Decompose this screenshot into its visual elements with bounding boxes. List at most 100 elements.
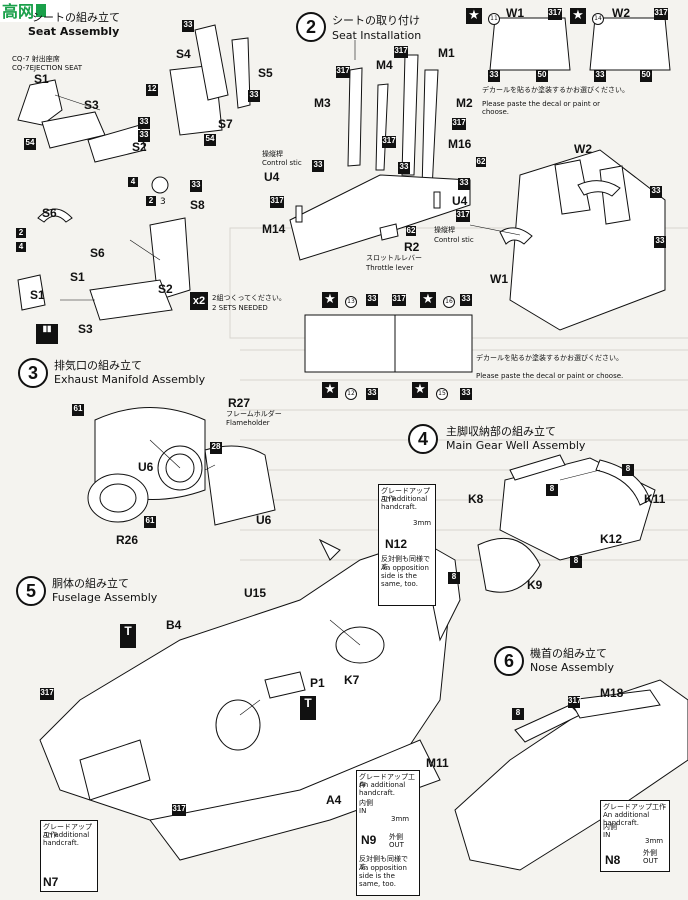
color-317: 317 bbox=[456, 210, 470, 222]
label-w2: W2 bbox=[612, 6, 630, 20]
color-8: 8 bbox=[448, 572, 460, 584]
step4-title-en: Main Gear Well Assembly bbox=[446, 439, 586, 452]
color-33: 33 bbox=[398, 162, 410, 174]
color-61: 61 bbox=[72, 404, 84, 416]
step1-title-jp: シートの組み立て bbox=[32, 11, 120, 24]
decal-panel-left bbox=[304, 314, 396, 373]
color-62: 62 bbox=[476, 157, 486, 167]
panel-w2-shape bbox=[589, 17, 671, 71]
color-33: 33 bbox=[654, 236, 666, 248]
color-317: 317 bbox=[270, 196, 284, 208]
step2-number: 2 bbox=[296, 12, 326, 42]
label-s6: S6 bbox=[42, 206, 57, 220]
step5-number: 5 bbox=[16, 576, 46, 606]
step6-number: 6 bbox=[494, 646, 524, 676]
color-8: 8 bbox=[512, 708, 524, 720]
color-8: 8 bbox=[622, 464, 634, 476]
color-317: 317 bbox=[654, 8, 668, 20]
seat-label-jp: CQ-7 射出座席 bbox=[12, 55, 60, 63]
color-8: 8 bbox=[570, 556, 582, 568]
step5-title-jp: 胴体の組み立て bbox=[52, 577, 129, 590]
label-u6b: U6 bbox=[256, 513, 272, 527]
decal-13: 13 bbox=[345, 296, 357, 308]
label-k7: K7 bbox=[344, 673, 360, 687]
label-s8: S8 bbox=[190, 198, 205, 212]
throttle-jp: スロットルレバー bbox=[366, 254, 422, 262]
label-k9: K9 bbox=[527, 578, 543, 592]
step2-title-jp: シートの取り付け bbox=[332, 14, 420, 27]
color-8: 8 bbox=[546, 484, 558, 496]
decal-star-icon: ★ bbox=[412, 382, 428, 398]
color-317: 317 bbox=[172, 804, 186, 816]
control-stick-jp: 操縦桿 bbox=[262, 150, 283, 158]
color-12: 12 bbox=[146, 84, 158, 96]
flameholder-jp: フレームホルダー bbox=[226, 410, 282, 418]
label-m1: M1 bbox=[438, 46, 455, 60]
paint-marker-icon: T bbox=[120, 624, 136, 648]
step3-title-en: Exhaust Manifold Assembly bbox=[54, 373, 206, 386]
label-s1c: S1 bbox=[30, 288, 45, 302]
decal-14: 14 bbox=[592, 13, 604, 25]
decal-12: 12 bbox=[345, 388, 357, 400]
cockpit-tub-shape bbox=[289, 174, 471, 261]
step6-title-jp: 機首の組み立て bbox=[530, 647, 607, 660]
decal-11: 11 bbox=[488, 13, 500, 25]
label-b4: B4 bbox=[166, 618, 182, 632]
gradeup-n9-box: グレードアップ工作 An additional handcraft. 内側 IN… bbox=[356, 770, 420, 896]
label-u4: U4 bbox=[264, 170, 280, 184]
label-w1b: W1 bbox=[490, 272, 508, 286]
throttle-en: Throttle lever bbox=[366, 264, 414, 272]
panel-w1-shape bbox=[489, 17, 571, 71]
part-s6-shape bbox=[37, 208, 73, 223]
label-u15: U15 bbox=[244, 586, 267, 600]
decal-note-en-b: Please paste the decal or paint or choos… bbox=[476, 372, 624, 380]
paint-marker-icon: T bbox=[300, 696, 316, 720]
decal-star-icon: ★ bbox=[322, 382, 338, 398]
label-s1b: S1 bbox=[70, 270, 85, 284]
label-u6: U6 bbox=[138, 460, 154, 474]
color-33: 33 bbox=[366, 388, 378, 400]
step4-number: 4 bbox=[408, 424, 438, 454]
cockpit-right-shape bbox=[509, 149, 666, 331]
label-m11: M11 bbox=[426, 756, 449, 770]
nose-m11-shape bbox=[454, 679, 688, 871]
part-s8-shape bbox=[151, 176, 169, 194]
step3-title-jp: 排気口の組み立て bbox=[54, 359, 142, 372]
color-317: 317 bbox=[394, 46, 408, 58]
step4-title-jp: 主脚収納部の組み立て bbox=[446, 425, 556, 438]
seat-label-en: CQ-7EJECTION SEAT bbox=[12, 64, 83, 72]
label-m14: M14 bbox=[262, 222, 286, 236]
decal-star-icon: ★ bbox=[322, 292, 338, 308]
control-stick-jp-b: 操縦桿 bbox=[434, 226, 455, 234]
label-m18: M18 bbox=[600, 686, 624, 700]
site-logo: 高网 bbox=[0, 0, 70, 22]
color-4: 4 bbox=[16, 242, 26, 252]
step5-title-en: Fuselage Assembly bbox=[52, 591, 158, 604]
label-m2: M2 bbox=[456, 96, 473, 110]
label-s7: S7 bbox=[218, 117, 233, 131]
color-33: 33 bbox=[248, 90, 260, 102]
part-s2-shape bbox=[87, 124, 146, 163]
color-317: 317 bbox=[40, 688, 54, 700]
color-317: 317 bbox=[452, 118, 466, 130]
color-33: 33 bbox=[594, 70, 606, 82]
decal-panel-right bbox=[394, 314, 473, 373]
part-s5-shape bbox=[231, 37, 251, 109]
intake-round bbox=[215, 699, 261, 751]
part-p1-shape bbox=[264, 671, 306, 699]
part-s1-shape bbox=[17, 79, 63, 126]
color-317: 317 bbox=[336, 66, 350, 78]
label-s3b: S3 bbox=[78, 322, 93, 336]
color-33: 33 bbox=[190, 180, 202, 192]
color-2: 2 bbox=[146, 196, 156, 206]
seat-assembled-base bbox=[89, 279, 173, 321]
label-s6b: S6 bbox=[90, 246, 105, 260]
decal-star-icon: ★ bbox=[570, 8, 586, 24]
x2-en: 2 SETS NEEDED bbox=[212, 304, 268, 312]
decal-note-jp: デカールを貼るか塗装するかお選びください。 bbox=[482, 86, 629, 94]
x2-jp: 2組つくってください。 bbox=[212, 294, 286, 302]
label-m16: M16 bbox=[448, 137, 472, 151]
label-m3: M3 bbox=[314, 96, 331, 110]
